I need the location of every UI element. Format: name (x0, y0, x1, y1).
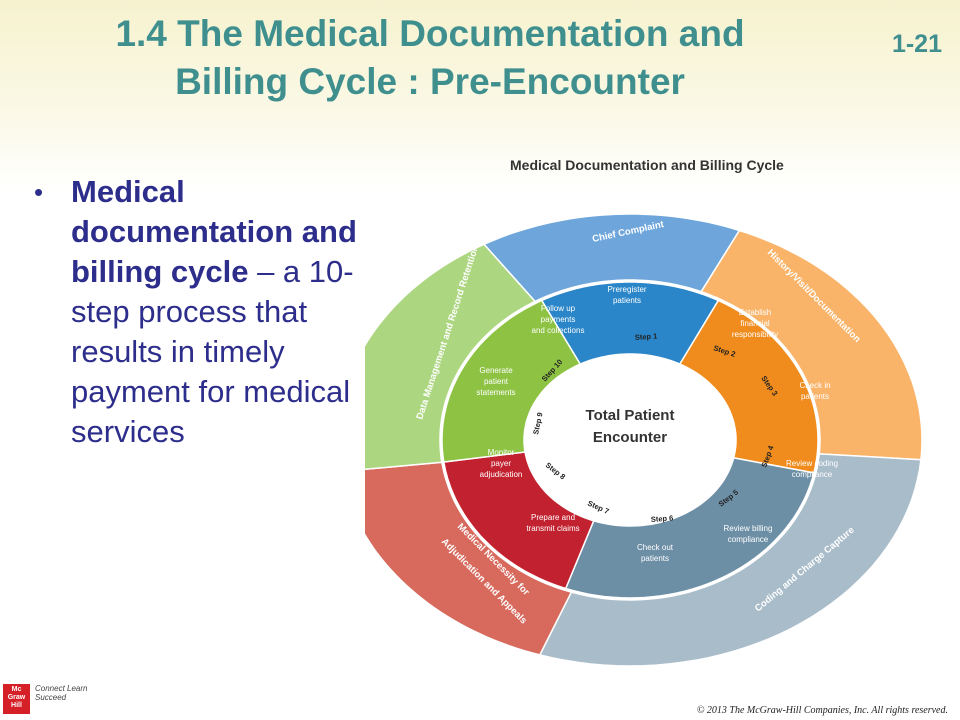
bullet-definition: – a 10-step process that results in time… (71, 254, 354, 449)
step-8-text-line-2: payer (491, 459, 511, 468)
copyright-notice: © 2013 The McGraw-Hill Companies, Inc. A… (696, 705, 948, 716)
bullet-marker: • (34, 177, 44, 207)
step-8-text-line-3: adjudication (480, 470, 523, 479)
logo-tagline: Connect Learn Succeed (35, 684, 88, 702)
step-2-text-line-3: responsibility (732, 330, 778, 339)
step-10-text-line-3: and collections (532, 326, 585, 335)
slide-title-line-2: Billing Cycle : Pre-Encounter (175, 61, 685, 102)
step-6-text-line-1: Check out (637, 543, 674, 552)
step-1-label: Step 1 (635, 331, 658, 342)
mcgraw-hill-logo: Mc Graw Hill (3, 684, 30, 714)
outer-ring (365, 213, 923, 667)
center-label-line-2: Encounter (593, 429, 667, 446)
step-1-node: Preregister patients Step 1 (607, 285, 657, 342)
step-7-text-line-1: Prepare and (531, 513, 575, 522)
slide-title: 1.4 The Medical Documentation and Billin… (20, 10, 840, 106)
center-label-line-1: Total Patient (586, 407, 675, 424)
step-5-text-line-1: Review billing (724, 524, 773, 533)
diagram-title: Medical Documentation and Billing Cycle (510, 157, 784, 173)
step-5-text-line-2: compliance (728, 535, 769, 544)
inner-segment-green (441, 299, 582, 463)
step-6-node: Check out patients Step 6 (637, 513, 674, 563)
slide-title-line-1: 1.4 The Medical Documentation and (115, 13, 745, 54)
step-4-text-line-1: Review coding (786, 459, 838, 468)
step-10-text-line-1: Follow up (541, 304, 576, 313)
step-8-text-line-1: Monitor (488, 448, 515, 457)
outer-segment-data-management (365, 243, 537, 471)
billing-cycle-diagram: Medical Documentation and Billing Cycle … (365, 157, 923, 667)
step-2-text-line-2: financial (740, 319, 770, 328)
step-9-text-line-1: Generate (479, 366, 513, 375)
step-6-text-line-2: patients (641, 554, 669, 563)
step-2-text-line-1: Establish (739, 308, 771, 317)
inner-ring (441, 281, 819, 599)
step-10-text-line-2: payments (541, 315, 576, 324)
bullet-item: Medical documentation and billing cycle … (71, 172, 361, 452)
slide-number: 1-21 (891, 30, 942, 58)
step-3-text-line-1: Check in (799, 381, 830, 390)
center-hole (525, 355, 735, 525)
step-1-text-line-1: Preregister (607, 285, 646, 294)
bullet-term: Medical documentation and billing cycle (71, 174, 357, 289)
step-9-text-line-3: statements (476, 388, 515, 397)
step-1-text-line-2: patients (613, 296, 641, 305)
step-7-text-line-2: transmit claims (526, 524, 579, 533)
step-6-label: Step 6 (651, 513, 674, 524)
step-4-text-line-2: compliance (792, 470, 833, 479)
step-3-text-line-2: patients (801, 392, 829, 401)
step-9-text-line-2: patient (484, 377, 509, 386)
